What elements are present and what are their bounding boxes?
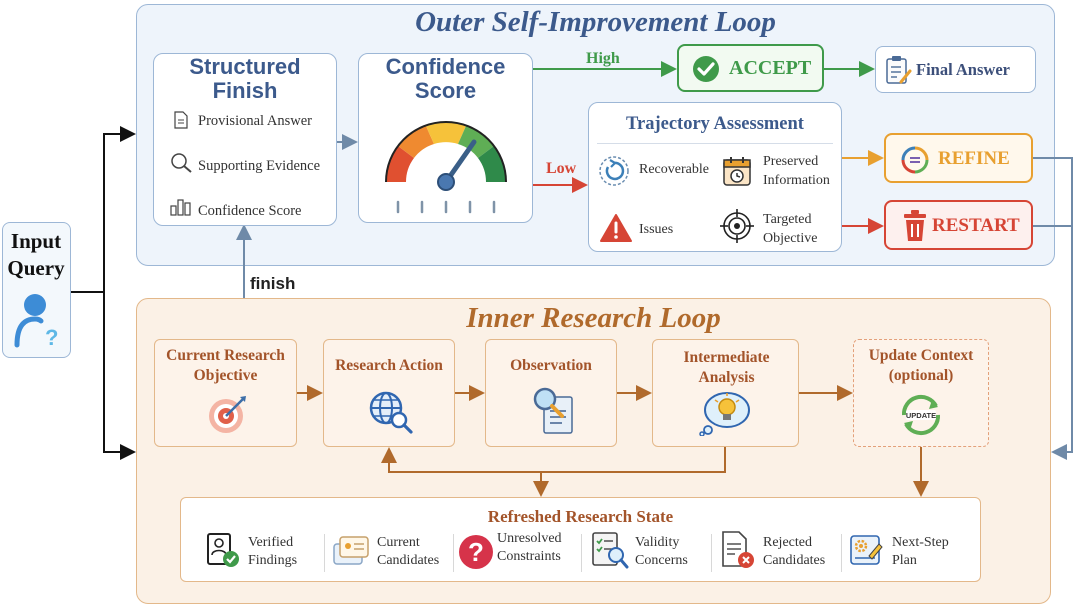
confidence-score-title: Confidence Score — [385, 54, 506, 103]
refreshed-state-title: Refreshed Research State — [487, 507, 674, 526]
step-title: Current Research Objective — [166, 347, 285, 384]
globe-search-icon — [369, 391, 413, 434]
document-icon — [174, 111, 188, 129]
refine-label: REFINE — [938, 148, 1010, 169]
high-label: High — [586, 50, 620, 67]
update-cycle-icon: UPDATE — [901, 394, 941, 436]
state-unresolved-constraints: Unresolved Constraints — [497, 531, 562, 564]
final-answer-label: Final Answer — [916, 60, 1010, 79]
rejected-document-icon — [722, 531, 754, 568]
state-validity-concerns: Validity Concerns — [635, 535, 688, 568]
structured-finish-title: Structured Finish — [189, 54, 301, 103]
thought-lightbulb-icon — [699, 392, 750, 436]
user-question-icon: ? — [14, 294, 58, 350]
step-research-action: Research Action — [323, 339, 455, 447]
item-provisional-answer: Provisional Answer — [198, 113, 312, 129]
issues-label: Issues — [639, 222, 674, 237]
accept-label: ACCEPT — [729, 57, 812, 79]
targeted-objective-label: Targeted Objective — [763, 212, 818, 246]
step-title: Update Context (optional) — [868, 347, 974, 384]
target-crosshair-icon — [720, 209, 754, 243]
bar-chart-icon — [170, 199, 191, 216]
state-rejected-candidates: Rejected Candidates — [763, 535, 826, 568]
update-badge-text: UPDATE — [906, 411, 936, 420]
final-answer-box: Final Answer — [875, 46, 1036, 93]
refine-box: REFINE — [884, 133, 1033, 183]
step-title: Intermediate Analysis — [683, 349, 770, 386]
refine-cycle-icon — [901, 146, 929, 174]
step-current-research-objective: Current Research Objective — [154, 339, 297, 447]
step-title: Research Action — [335, 357, 443, 374]
question-mark-icon: ? — [459, 535, 493, 569]
trajectory-divider — [597, 143, 833, 144]
clipboard-icon — [886, 56, 912, 84]
preserved-information-label: Preserved Information — [763, 154, 830, 188]
state-separator — [711, 534, 712, 572]
structured-finish-card: Structured Finish Provisional Answer Sup… — [153, 53, 337, 226]
checklist-magnifier-icon — [592, 532, 629, 569]
state-separator — [324, 534, 325, 572]
step-intermediate-analysis: Intermediate Analysis — [652, 339, 799, 447]
step-observation: Observation — [485, 339, 617, 447]
trajectory-assessment-title: Trajectory Assessment — [626, 114, 804, 134]
state-separator — [453, 534, 454, 572]
trajectory-assessment-card: Trajectory Assessment Recoverable Preser… — [588, 102, 842, 252]
item-supporting-evidence: Supporting Evidence — [198, 158, 321, 174]
calendar-clock-icon — [723, 157, 751, 186]
warning-icon — [600, 214, 632, 242]
svg-text:?: ? — [468, 537, 484, 567]
refreshed-state-box: Refreshed Research State Verified Findin… — [180, 497, 981, 582]
step-title: Observation — [510, 357, 592, 374]
step-update-context: Update Context (optional) UPDATE — [853, 339, 989, 447]
checkmark-icon — [693, 56, 719, 82]
document-magnifier-icon — [533, 387, 573, 434]
verified-id-icon — [207, 533, 239, 567]
trash-icon — [904, 210, 926, 241]
state-separator — [841, 534, 842, 572]
restart-label: RESTART — [932, 215, 1020, 236]
input-query-box: Input Query ? — [2, 222, 71, 358]
item-confidence-score: Confidence Score — [198, 203, 302, 219]
svg-text:?: ? — [45, 325, 58, 350]
input-query-label: Input Query — [7, 229, 65, 280]
plan-gear-icon — [850, 535, 883, 565]
confidence-score-card: Confidence Score — [358, 53, 533, 223]
state-separator — [581, 534, 582, 572]
state-next-step-plan: Next-Step Plan — [892, 535, 949, 568]
target-dart-icon — [209, 396, 246, 433]
gauge-icon — [385, 121, 507, 214]
restart-box: RESTART — [884, 200, 1033, 250]
low-label: Low — [546, 160, 577, 177]
recoverable-label: Recoverable — [639, 162, 709, 177]
state-verified-findings: Verified Findings — [248, 535, 298, 568]
finish-label: finish — [250, 274, 296, 293]
recover-icon — [599, 156, 629, 186]
outer-loop-title: Outer Self-Improvement Loop — [415, 6, 776, 38]
magnifier-icon — [171, 153, 192, 173]
candidate-cards-icon — [333, 536, 369, 565]
state-current-candidates: Current Candidates — [377, 535, 440, 568]
accept-box: ACCEPT — [677, 44, 824, 92]
inner-loop-title: Inner Research Loop — [466, 302, 721, 334]
